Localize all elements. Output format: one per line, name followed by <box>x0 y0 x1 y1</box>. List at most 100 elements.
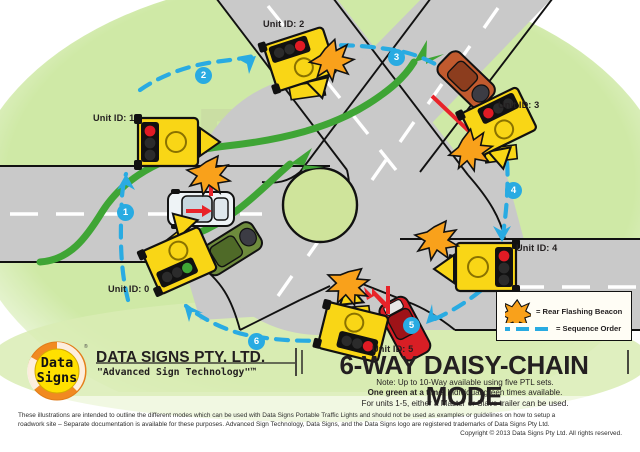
trailer-bracket-0b <box>153 285 164 297</box>
note-line-2-rest: . Individual green times available. <box>442 388 563 398</box>
seq-path-1-to-2 <box>137 53 257 93</box>
route-green-branch <box>192 160 294 238</box>
seq-path-0-to-1 <box>118 171 131 303</box>
stop-bar-south <box>364 286 390 314</box>
signal-red-0 <box>161 271 173 283</box>
rear-flashing-beacon-icon <box>505 299 531 323</box>
legend-box: = Rear Flashing Beacon = Sequence Order <box>496 291 632 341</box>
sequence-badge-3: 3 <box>389 50 404 65</box>
triangle-sign-4 <box>432 253 455 285</box>
signal-amber-2 <box>284 44 295 55</box>
seq-path-5-to-6 <box>183 303 333 343</box>
sequence-badge-1: 1 <box>118 205 133 220</box>
trailer-bracket-1b <box>134 160 142 170</box>
sequence-order-dashed-line-icon <box>505 326 551 331</box>
unit-label-4: Unit ID: 4 <box>516 243 558 253</box>
logo-text-data: Data <box>41 355 74 371</box>
unit-label-3: Unit ID: 3 <box>498 100 540 110</box>
ptl-unit-5[interactable] <box>310 261 398 363</box>
note-line-3: For units 1-5, either a Master or Slave … <box>361 398 569 408</box>
signal-amber-4 <box>498 262 510 274</box>
rear-flashing-beacon-5 <box>324 267 372 308</box>
legend-label-beacon: = Rear Flashing Beacon <box>536 306 623 316</box>
triangle-sign-1 <box>199 126 222 158</box>
page-title: 6-WAY DAISY-CHAIN MODE <box>339 350 589 411</box>
rear-flashing-beacon-4 <box>412 219 461 263</box>
note-line-1: Note: Up to 10-Way available using five … <box>376 378 554 387</box>
arrow-to-unit0 <box>184 304 203 322</box>
trailer-bracket-5a <box>322 299 332 310</box>
route-green-path <box>36 58 418 266</box>
unit-label-2: Unit ID: 2 <box>263 19 305 29</box>
arrow-to-unit5 <box>426 304 443 324</box>
note-line-2: One green at a time. Individual green ti… <box>300 388 630 398</box>
unit-logo-2 <box>293 57 314 78</box>
route-green-branch-arrow <box>290 148 324 170</box>
signal-green-3 <box>502 98 514 109</box>
signal-green-4 <box>498 274 510 286</box>
legend-row-beacon: = Rear Flashing Beacon <box>505 299 622 323</box>
arrow-to-unit2 <box>238 56 256 74</box>
brand-tagline: "Advanced Sign Technology"™ <box>97 367 257 378</box>
disclaimer-line-2: roadwork site – Separate documentation i… <box>18 421 550 429</box>
logo-text-signs: Signs <box>37 370 78 386</box>
triangle-sign-0 <box>171 212 200 240</box>
logo-registered-mark: ® <box>84 343 88 350</box>
brand-name: DATA SIGNS PTY. LTD. <box>96 349 266 366</box>
sequence-badge-4: 4 <box>506 183 521 198</box>
edge-sw-2 <box>299 285 331 301</box>
ptl-unit-1[interactable] <box>134 114 233 198</box>
signal-red-2 <box>294 40 306 52</box>
note-line-2-bold: One green at a time <box>367 388 443 398</box>
unit-label-5: Unit ID: 5 <box>372 344 414 354</box>
disclaimer-line-1: These illustrations are intended to outl… <box>18 412 556 419</box>
roundabout-island <box>281 166 359 244</box>
sequence-badge-5: 5 <box>404 318 419 333</box>
signal-red-4 <box>498 250 510 262</box>
trailer-bracket-1a <box>134 114 142 124</box>
arrow-to-unit1 <box>117 174 135 190</box>
arrow-to-unit4 <box>493 226 511 242</box>
seq-path-3-to-4 <box>499 139 510 243</box>
signal-amber-3 <box>493 103 504 114</box>
rear-flashing-beacon-2 <box>307 37 357 84</box>
signal-green-1 <box>144 149 156 161</box>
sequence-badge-6: 6 <box>249 334 264 349</box>
signal-amber-1 <box>144 137 156 149</box>
rear-flashing-beacon-1 <box>184 154 233 198</box>
ptl-unit-0[interactable] <box>128 206 220 298</box>
edge-diagR-left <box>299 0 431 173</box>
disclaimer-block: These illustrations are intended to outl… <box>18 411 622 438</box>
legend-label-sequence: = Sequence Order <box>556 324 622 333</box>
footer-wash <box>0 396 640 452</box>
unit-logo-1 <box>165 131 187 153</box>
ptl-unit-2[interactable] <box>257 17 362 112</box>
unit-logo-5 <box>344 312 365 333</box>
signal-green-0 <box>182 262 193 274</box>
legend-row-sequence: = Sequence Order <box>505 324 621 333</box>
unit-logo-3 <box>494 119 515 140</box>
trailer-bracket-2b <box>271 83 282 95</box>
trailer-bracket-3a <box>455 109 466 121</box>
ptl-unit-4[interactable] <box>412 219 520 295</box>
trailer-bracket-4a <box>512 239 520 249</box>
sequence-badge-2: 2 <box>196 68 211 83</box>
edge-sw-1 <box>239 299 301 331</box>
notes-block: Note: Up to 10-Way available using five … <box>300 378 630 409</box>
unit-logo-4 <box>467 256 489 278</box>
car-orange <box>436 50 496 109</box>
unit-label-0: Unit ID: 0 <box>108 284 150 294</box>
unit-label-1: Unit ID: 1 <box>93 113 135 123</box>
data-signs-logo: Data Signs ® <box>27 341 88 401</box>
disclaimer-line-3: Copyright © 2013 Data Signs Pty Ltd. All… <box>460 430 622 438</box>
signal-amber-0 <box>171 267 183 278</box>
signal-green-2 <box>273 47 285 58</box>
ptl-unit-3[interactable] <box>433 83 546 188</box>
triangle-sign-3 <box>486 146 513 171</box>
